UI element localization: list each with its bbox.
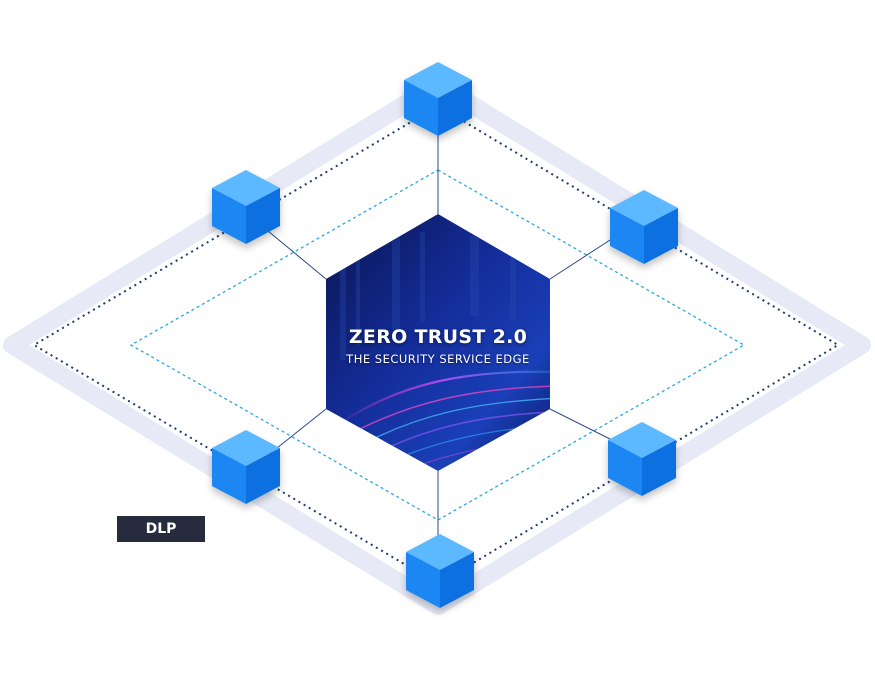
cube-icon-bottom (406, 534, 474, 608)
cube-icon-lower-left (212, 430, 280, 504)
inner-dotted-ring (129, 169, 746, 521)
cube-icon-top (404, 62, 472, 136)
hub-subtitle: THE SECURITY SERVICE EDGE (346, 352, 530, 366)
dlp-badge: DLP (117, 516, 205, 542)
cube-icon-upper-left (212, 170, 280, 244)
cube-icon-lower-right (608, 422, 676, 496)
cube-icon-upper-right (610, 190, 678, 264)
hub-title: ZERO TRUST 2.0 (348, 326, 528, 348)
